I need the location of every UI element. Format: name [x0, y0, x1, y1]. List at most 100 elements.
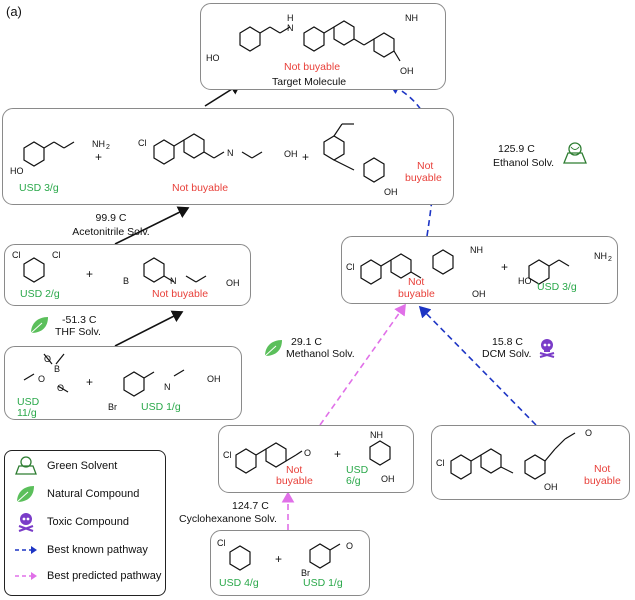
step-mid-atom-cl-2: Cl	[52, 250, 61, 260]
known-step-status-2: buyable	[584, 475, 621, 487]
arrow-predicted-step-to-intermediate	[319, 303, 406, 426]
step-bottom-r1-price-2: 11/g	[17, 407, 37, 419]
leaf-icon	[30, 317, 48, 334]
predicted-start-plus: +	[275, 552, 283, 566]
step-top-atom-nh2-sub: 2	[106, 144, 110, 151]
cond-thf-solvent: THF Solv.	[55, 326, 101, 338]
step-mid-r2-status: Not buyable	[152, 288, 209, 300]
intermediate-r2-price: USD 3/g	[537, 281, 577, 293]
step-mid-box	[4, 244, 251, 306]
step-bottom-box	[4, 346, 242, 420]
predicted-start-atom-o: O	[346, 541, 354, 551]
predicted-start-atom-br: Br	[301, 568, 310, 578]
pink-dashed-line-icon	[15, 572, 37, 580]
step-bottom-r2-price: USD 1/g	[141, 401, 181, 413]
arrow-known-intermediate-to-target	[388, 82, 436, 237]
predicted-start-structures	[229, 543, 341, 571]
known-step-box	[431, 425, 630, 500]
step-top-r1-price: USD 3/g	[19, 182, 59, 194]
target-atom-nh: NH	[405, 13, 418, 23]
step-mid-plus: +	[86, 267, 94, 281]
step-mid-r1-price: USD 2/g	[20, 288, 60, 300]
step-top-structures	[23, 123, 385, 183]
cond-thf-temp: -51.3 C	[62, 314, 97, 326]
target-status: Not buyable	[284, 61, 341, 73]
known-step-atom-cl: Cl	[436, 458, 445, 468]
step-bottom-atom-o-1: O	[44, 354, 52, 364]
step-bottom-atom-oh: OH	[207, 374, 221, 384]
legend-item-toxic-compound: Toxic Compound	[13, 511, 129, 533]
arrow-known-step-to-intermediate	[418, 305, 537, 426]
intermediate-status-2: buyable	[398, 288, 435, 300]
predicted-step-atom-nh: NH	[370, 430, 383, 440]
cond-cyclohexanone-temp: 124.7 C	[232, 500, 269, 512]
cond-acetonitrile-solvent: Acetonitrile Solv.	[72, 226, 150, 238]
legend-label-natural-compound: Natural Compound	[47, 488, 140, 500]
predicted-start-atom-cl: Cl	[217, 538, 226, 548]
cond-ethanol-solvent: Ethanol Solv.	[493, 157, 555, 169]
intermediate-atom-nh2-sub: 2	[608, 256, 612, 263]
step-top-atom-n: N	[227, 148, 234, 158]
predicted-start-r1-price: USD 4/g	[219, 577, 259, 589]
legend: Green Solvent Natural Compound Toxic Com…	[4, 450, 166, 596]
target-molecule-structure	[239, 20, 401, 62]
predicted-step-box	[218, 425, 414, 493]
legend-label-best-predicted: Best predicted pathway	[47, 570, 162, 582]
legend-label-best-known: Best known pathway	[47, 544, 148, 556]
predicted-start-r2-price: USD 1/g	[303, 577, 343, 589]
leaf-icon	[264, 340, 282, 357]
arrow-step-bottom-to-mid	[114, 310, 184, 347]
step-top-atom-nh: NH	[92, 139, 105, 149]
cond-methanol-solvent: Methanol Solv.	[286, 348, 355, 360]
step-bottom-plus: +	[86, 375, 94, 389]
intermediate-atom-ho: HO	[518, 276, 532, 286]
predicted-step-atom-cl: Cl	[223, 450, 232, 460]
step-bottom-atom-n: N	[164, 382, 171, 392]
legend-item-natural-compound: Natural Compound	[13, 483, 139, 505]
predicted-start-box	[210, 530, 370, 596]
predicted-step-r2-price-2: 6/g	[346, 475, 361, 487]
blue-dashed-line-icon	[15, 546, 37, 554]
predicted-step-r2-price-1: USD	[346, 464, 369, 476]
green-solvent-icon	[563, 142, 587, 164]
cond-dcm-solvent: DCM Solv.	[482, 348, 532, 360]
legend-item-green-solvent: Green Solvent	[13, 455, 117, 477]
step-top-plus-2: +	[302, 150, 310, 164]
cond-acetonitrile-temp: 99.9 C	[95, 212, 127, 224]
known-step-status-1: Not	[594, 463, 611, 475]
intermediate-atom-oh: OH	[472, 289, 486, 299]
step-top-r3-status-2: buyable	[405, 172, 442, 184]
known-step-atom-o: O	[585, 428, 593, 438]
predicted-step-r1-status-2: buyable	[276, 475, 313, 487]
target-atom-ho: HO	[206, 53, 220, 63]
skull-icon	[539, 339, 555, 358]
intermediate-plus: +	[501, 260, 509, 274]
legend-label-toxic-compound: Toxic Compound	[47, 516, 129, 528]
step-mid-structures	[23, 257, 207, 283]
green-solvent-icon	[15, 456, 37, 475]
known-step-structures	[450, 432, 576, 480]
step-bottom-atom-o-3: O	[57, 383, 65, 393]
skull-icon	[18, 513, 34, 532]
step-top-atom-oh-2: OH	[384, 187, 398, 197]
step-top-r3-status-1: Not	[417, 160, 434, 172]
arrow-step-mid-to-top	[114, 206, 190, 245]
target-atom-h: H	[287, 13, 294, 23]
step-top-atom-ho: HO	[10, 166, 24, 176]
predicted-step-plus: +	[334, 447, 342, 461]
leaf-icon	[16, 486, 34, 503]
intermediate-atom-cl: Cl	[346, 262, 355, 272]
intermediate-atom-nh: NH	[470, 245, 483, 255]
step-mid-atom-b: B	[123, 276, 130, 286]
panel-label: (a)	[6, 4, 22, 19]
cond-ethanol-temp: 125.9 C	[498, 143, 535, 155]
cond-cyclohexanone-solvent: Cyclohexanone Solv.	[179, 513, 277, 525]
step-mid-atom-cl-1: Cl	[12, 250, 21, 260]
intermediate-structures	[360, 249, 570, 285]
predicted-step-structures	[235, 440, 391, 474]
step-bottom-atom-br: Br	[108, 402, 117, 412]
step-top-atom-oh: OH	[284, 149, 298, 159]
intermediate-status-1: Not	[408, 276, 425, 288]
target-atom-oh: OH	[400, 66, 414, 76]
